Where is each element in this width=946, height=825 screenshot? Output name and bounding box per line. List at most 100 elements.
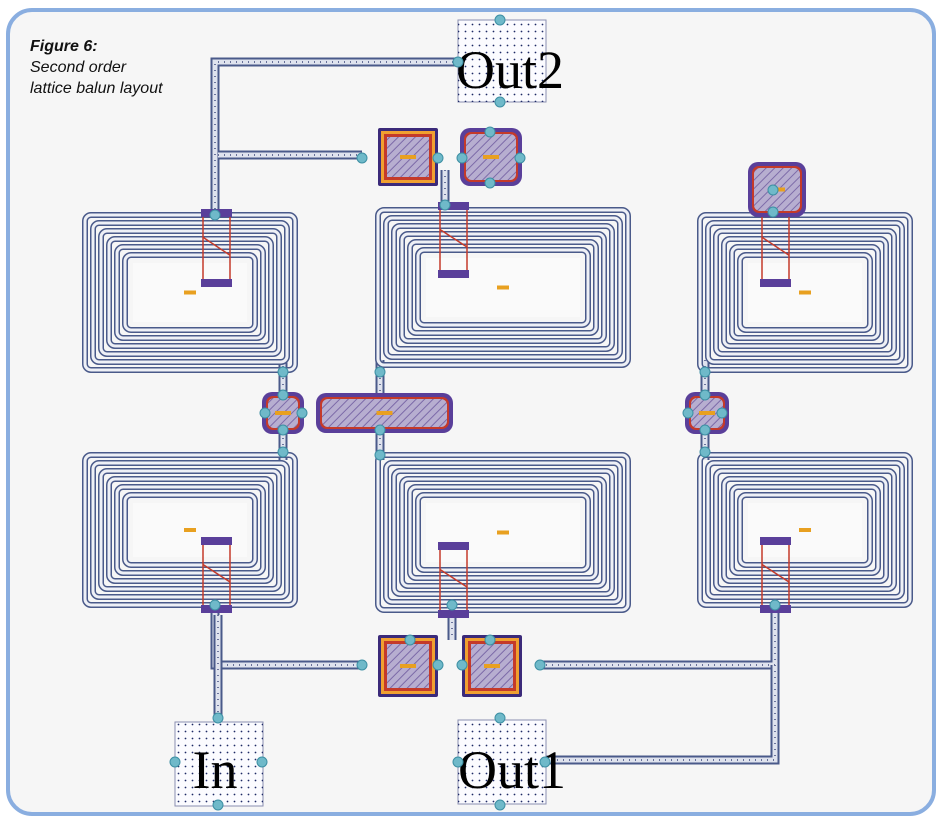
inductor-bottom-right-turn-inner <box>698 453 912 607</box>
inductor-top-left-turn-inner <box>91 221 289 364</box>
inductor-top-center-turn-inner <box>408 240 598 335</box>
pad-in-dots <box>175 722 263 806</box>
via-7 <box>432 152 444 164</box>
inductor-top-center-marker <box>497 285 509 290</box>
via-16 <box>277 446 289 458</box>
inductor-top-center-tap-end2 <box>438 270 469 278</box>
via-0 <box>494 14 506 26</box>
inductor-bottom-left-tap-end1 <box>201 537 232 545</box>
inductor-top-right-underpass-diag <box>761 236 790 256</box>
inductor-top-right-turn-inner <box>714 229 896 356</box>
via-26 <box>682 407 694 419</box>
inductor-top-left-turn-inner <box>115 245 265 340</box>
via-21 <box>374 449 386 461</box>
via-19 <box>374 366 386 378</box>
trace-bottom-left <box>210 605 362 670</box>
via-3 <box>209 209 221 221</box>
inductor-top-left-turn-inner <box>123 253 257 332</box>
inductor-top-center-turn-inner <box>400 232 606 343</box>
via-14 <box>277 389 289 401</box>
via-9 <box>514 152 526 164</box>
trace-out2-left-inner <box>212 59 460 215</box>
inductor-bottom-center-turn-inner <box>376 453 630 612</box>
inductor-bottom-left-underpass-diag <box>202 563 231 583</box>
inductor-top-right-turn-inner <box>730 245 880 340</box>
inductor-bottom-right-turn-inner <box>738 493 872 567</box>
inductor-bottom-center-underpass-diag <box>439 568 468 588</box>
inductor-bottom-center-turn-inner <box>392 469 614 596</box>
inductor-top-center-turn-inner <box>376 208 630 367</box>
trace-bottom-right-inner <box>540 605 778 668</box>
trace-bottom-left-dots <box>214 605 362 666</box>
capacitor-mid-left-marker <box>275 411 291 415</box>
via-10 <box>484 126 496 138</box>
inductor-top-left-marker <box>184 290 196 295</box>
trace-out1-right <box>545 665 780 765</box>
via-35 <box>404 634 416 646</box>
inductor-top-right-marker <box>799 290 811 295</box>
via-2 <box>494 96 506 108</box>
trace-bottom-right <box>540 605 780 670</box>
inductor-bottom-right-marker <box>799 528 811 532</box>
inductor-top-center-underpass-diag <box>439 228 468 248</box>
via-39 <box>256 756 268 768</box>
via-5 <box>767 206 779 218</box>
inductor-top-right-turn-inner <box>722 237 888 348</box>
via-17 <box>259 407 271 419</box>
capacitor-top-left <box>378 128 438 186</box>
inductor-top-right-turn-inner <box>738 253 872 332</box>
figure-description: Second order lattice balun layout <box>30 59 163 97</box>
capacitor-top-right <box>460 128 522 186</box>
via-23 <box>699 389 711 401</box>
pad-out2-dots <box>458 20 546 102</box>
inductor-bottom-left-turn-inner <box>107 477 273 583</box>
pad-out2-label: Out2 <box>456 40 564 100</box>
trace-bottom-left-inner <box>212 605 362 668</box>
inductor-bottom-center-tap-end1 <box>438 542 469 550</box>
vias-group <box>169 14 781 811</box>
pad-out1-label: Out1 <box>458 740 566 800</box>
inductor-top-center-turn-inner <box>416 248 590 327</box>
via-41 <box>494 712 506 724</box>
via-12 <box>767 184 779 196</box>
inductor-top-left-underpass-diag <box>202 236 231 256</box>
inductor-top-right-tap-end2 <box>760 279 791 287</box>
capacitor-bottom-right <box>462 635 522 697</box>
inductor-bottom-center-turn-inner <box>384 461 622 604</box>
via-27 <box>716 407 728 419</box>
via-34 <box>534 659 546 671</box>
capacitor-mid-right <box>685 392 729 434</box>
via-32 <box>432 659 444 671</box>
via-22 <box>699 366 711 378</box>
capacitor-mid-wide-marker <box>376 411 393 415</box>
inductor-bottom-left-turn-inner <box>83 453 297 607</box>
inductor-bottom-center-tap-end2 <box>438 610 469 618</box>
via-43 <box>539 756 551 768</box>
inductor-bottom-center-turn-inner <box>408 485 598 580</box>
via-24 <box>699 424 711 436</box>
via-38 <box>169 756 181 768</box>
inductor-bottom-right <box>697 452 913 613</box>
inductor-bottom-right-tap-end1 <box>760 537 791 545</box>
via-28 <box>209 599 221 611</box>
via-15 <box>277 424 289 436</box>
inductor-top-right-turn-inner <box>698 213 912 372</box>
pad-out2: Out2 <box>456 19 564 103</box>
inductor-top-left-turn-inner <box>83 213 297 372</box>
via-25 <box>699 446 711 458</box>
via-18 <box>296 407 308 419</box>
inductor-bottom-right-turn-inner <box>714 469 896 591</box>
inductor-bottom-center-turn-inner <box>416 493 590 572</box>
inductor-top-right <box>697 209 913 373</box>
via-36 <box>484 634 496 646</box>
capacitors-group <box>262 128 806 697</box>
capacitor-bottom-left-marker <box>400 664 416 668</box>
inductor-bottom-left <box>82 452 298 613</box>
inductor-top-center-tap-end1 <box>438 202 469 210</box>
via-4 <box>439 199 451 211</box>
pad-out1-dots <box>458 720 546 804</box>
via-44 <box>494 799 506 811</box>
inductor-bottom-center-marker <box>497 530 509 535</box>
